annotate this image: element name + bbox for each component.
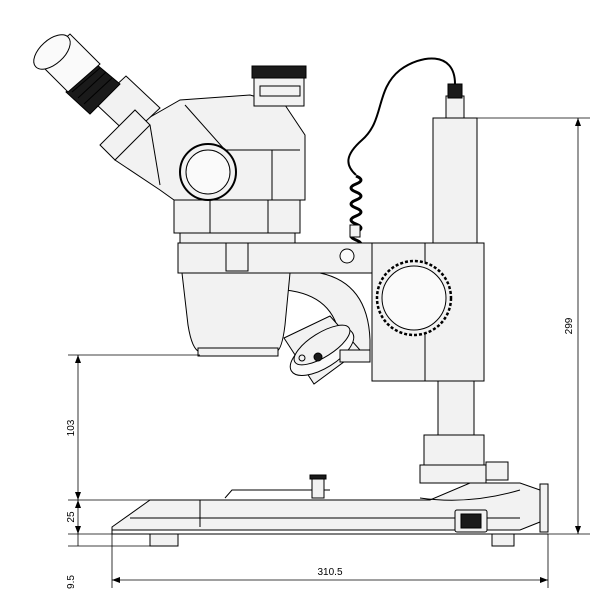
dimension-base-height: 25 xyxy=(66,511,77,523)
dimension-arrows xyxy=(75,118,581,583)
eyepiece-icon xyxy=(33,33,161,161)
dimension-lines xyxy=(68,117,590,588)
dimension-base-width: 310.5 xyxy=(317,567,342,578)
base-plate xyxy=(111,474,549,547)
column xyxy=(419,83,509,484)
focus-knob-icon xyxy=(375,259,453,337)
dimension-foot-height: 9.5 xyxy=(66,575,77,589)
dimension-total-height: 299 xyxy=(564,317,575,334)
zoom-knob-icon xyxy=(179,143,237,201)
power-cord-icon xyxy=(347,57,456,250)
ring-light-icon xyxy=(283,315,371,385)
dimension-working-height: 103 xyxy=(66,419,77,436)
